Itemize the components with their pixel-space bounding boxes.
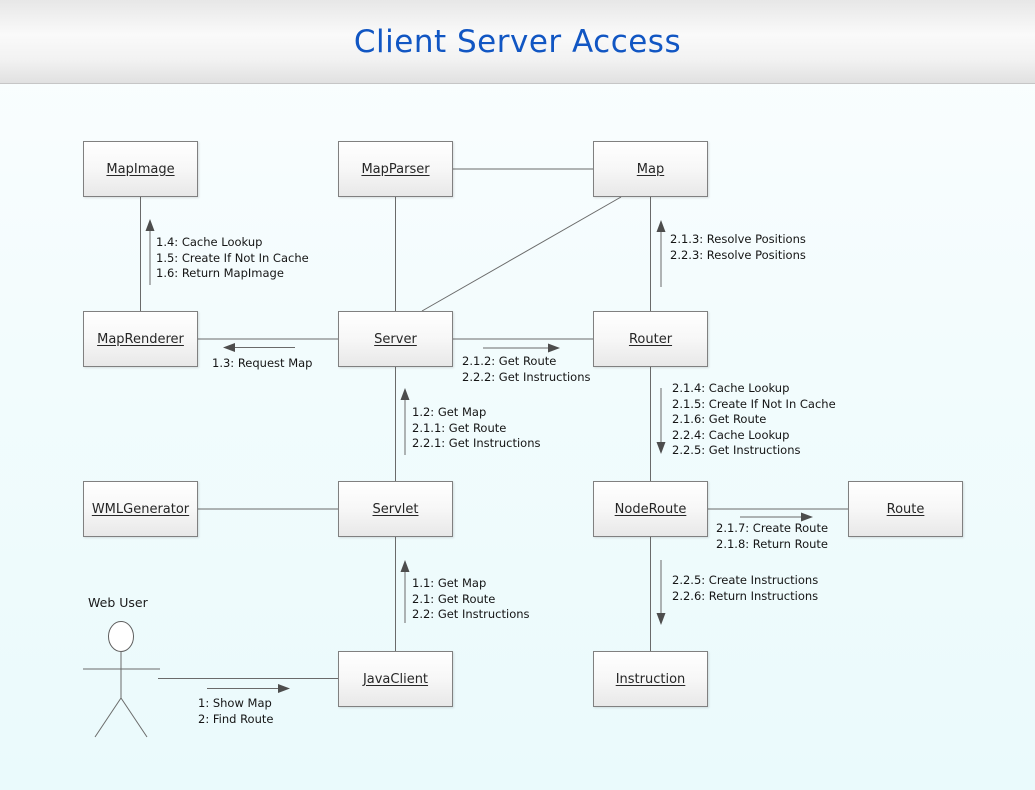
actor-web-user-label: Web User [88, 595, 148, 610]
message-line: 2.1.4: Cache Lookup [672, 381, 790, 395]
message-line: 2.2.4: Cache Lookup [672, 427, 790, 442]
message-line: 2.2: Get Instructions [412, 607, 530, 621]
node-map: Map [593, 141, 708, 197]
node-instruction-label: Instruction [615, 671, 686, 687]
arrow-up-resolve-positions [656, 220, 666, 287]
node-route: Route [848, 481, 963, 537]
message-servlet-requests: 1.1: Get Map 2.1: Get Route 2.2: Get Ins… [412, 576, 530, 623]
message-line: 2.2.3: Resolve Positions [670, 247, 806, 262]
node-instruction: Instruction [593, 651, 708, 707]
arrow-right-create-route [740, 512, 813, 522]
node-noderoute-label: NodeRoute [614, 501, 687, 517]
node-server: Server [338, 311, 453, 367]
message-server-requests: 1.2: Get Map 2.1.1: Get Route 2.2.1: Get… [412, 405, 540, 452]
diagram-title: Client Server Access [353, 23, 682, 60]
node-noderoute: NodeRoute [593, 481, 708, 537]
actor-web-user-figure [83, 621, 160, 738]
message-line: 2.2.6: Return Instructions [672, 588, 819, 603]
message-resolve-positions: 2.1.3: Resolve Positions 2.2.3: Resolve … [670, 232, 806, 263]
node-mapparser-label: MapParser [361, 161, 430, 177]
node-router-label: Router [628, 331, 673, 347]
message-line: 2.1.5: Create If Not In Cache [672, 396, 836, 411]
arrow-up-servlet-requests [400, 560, 410, 623]
node-wmlgenerator-label: WMLGenerator [91, 501, 190, 517]
node-maprenderer: MapRenderer [83, 311, 198, 367]
connector-map-server-diagonal [421, 196, 622, 312]
message-line: 2.1: Get Route [412, 591, 496, 606]
message-line: 2.1.2: Get Route [462, 354, 557, 368]
message-line: 2.2.2: Get Instructions [462, 369, 591, 384]
message-line: 1.3: Request Map [212, 356, 313, 370]
message-line: 1: Show Map [198, 696, 272, 710]
arrow-up-return-mapimage [145, 219, 155, 285]
node-servlet: Servlet [338, 481, 453, 537]
actor-left-leg [94, 697, 122, 738]
node-javaclient: JavaClient [338, 651, 453, 707]
arrow-right-user-requests [207, 684, 290, 693]
node-server-label: Server [374, 331, 417, 347]
message-line: 1.4: Cache Lookup [156, 235, 263, 249]
node-maprenderer-label: MapRenderer [97, 331, 184, 347]
message-router-cache: 2.1.4: Cache Lookup 2.1.5: Create If Not… [672, 381, 836, 459]
message-get-route: 2.1.2: Get Route 2.2.2: Get Instructions [462, 354, 590, 385]
node-mapimage-label: MapImage [106, 161, 175, 177]
message-line: 2: Find Route [198, 711, 274, 726]
message-line: 2.1.6: Get Route [672, 412, 767, 426]
node-map-label: Map [636, 161, 665, 177]
arrow-right-get-route [483, 343, 560, 353]
message-line: 1.6: Return MapImage [156, 266, 284, 280]
node-router: Router [593, 311, 708, 367]
message-create-instructions: 2.2.5: Create Instructions 2.2.6: Return… [672, 573, 818, 604]
actor-right-leg [120, 697, 148, 738]
arrow-up-server-requests [400, 388, 410, 455]
node-servlet-label: Servlet [372, 501, 419, 517]
message-request-map: 1.3: Request Map [212, 356, 312, 372]
message-line: 2.2.1: Get Instructions [412, 436, 541, 450]
message-line: 1.1: Get Map [412, 576, 487, 590]
node-wmlgenerator: WMLGenerator [83, 481, 198, 537]
node-route-label: Route [886, 501, 925, 517]
message-return-mapimage: 1.4: Cache Lookup 1.5: Create If Not In … [156, 235, 309, 282]
message-line: 2.1.3: Resolve Positions [670, 232, 806, 246]
message-user-requests: 1: Show Map 2: Find Route [198, 696, 273, 727]
arrow-left-request-map [223, 343, 295, 352]
message-line: 2.2.5: Get Instructions [672, 443, 801, 457]
title-bar: Client Server Access [0, 0, 1035, 84]
node-mapparser: MapParser [338, 141, 453, 197]
message-line: 2.1.8: Return Route [716, 536, 828, 551]
message-line: 2.1.1: Get Route [412, 420, 507, 435]
message-create-route: 2.1.7: Create Route 2.1.8: Return Route [716, 521, 828, 552]
node-mapimage: MapImage [83, 141, 198, 197]
arrow-down-create-instructions [656, 560, 666, 625]
node-javaclient-label: JavaClient [362, 671, 429, 687]
message-line: 1.2: Get Map [412, 405, 487, 419]
message-line: 2.1.7: Create Route [716, 521, 829, 535]
arrow-down-router-cache [656, 388, 666, 454]
message-line: 2.2.5: Create Instructions [672, 573, 819, 587]
message-line: 1.5: Create If Not In Cache [156, 250, 309, 265]
